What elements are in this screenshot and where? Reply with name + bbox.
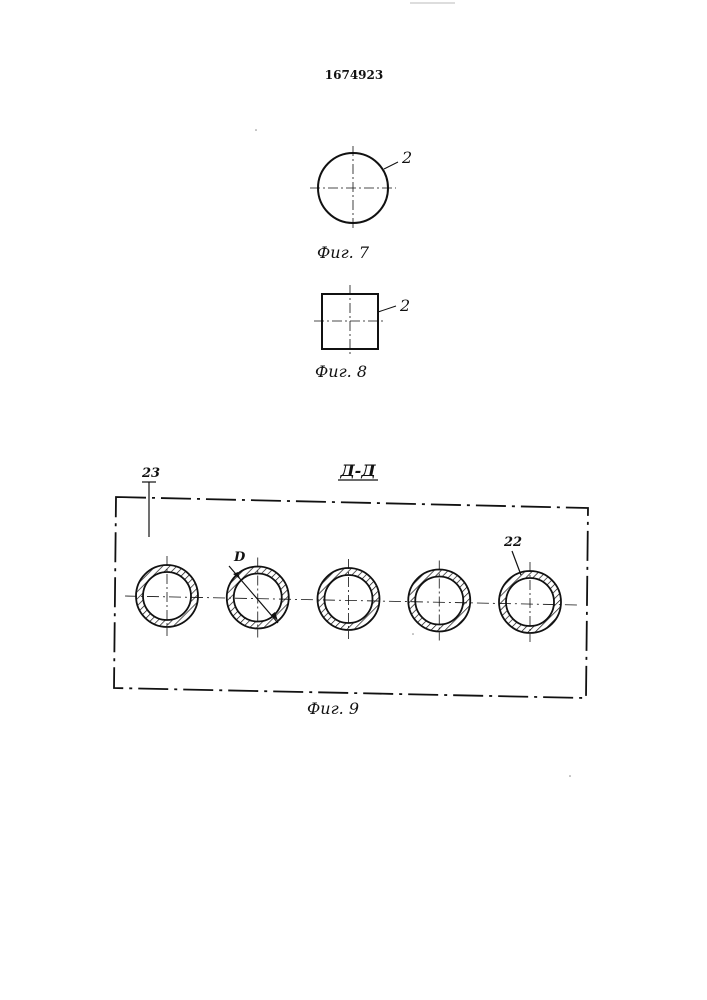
patent-number: 1674923: [325, 68, 383, 82]
fig7-circle-view: 2 Фиг. 7: [310, 146, 412, 262]
scan-speck: [255, 129, 257, 131]
scan-speck: [412, 633, 414, 635]
fig7-caption: Фиг. 7: [317, 243, 370, 262]
fig9-tube-leader: [512, 551, 521, 575]
fig8-square-view: 2 Фиг. 8: [314, 285, 410, 381]
tube-section: [227, 558, 289, 638]
fig7-leader-line: [384, 162, 398, 169]
fig7-callout: 2: [401, 148, 412, 167]
tube-section: [318, 559, 380, 639]
fig9-dimension-label: D: [233, 550, 246, 565]
fig9-plate-callout: 23: [141, 466, 160, 481]
fig9-section-view: Д-Д 23 D 22 Фиг. 9: [114, 461, 588, 718]
fig9-caption: Фиг. 9: [307, 699, 359, 718]
tube-section: [408, 561, 470, 641]
fig8-callout: 2: [399, 296, 410, 315]
fig9-tube-callout: 22: [503, 535, 522, 550]
fig9-section-label: Д-Д: [339, 461, 376, 480]
tube-section: [136, 556, 198, 636]
fig8-caption: Фиг. 8: [315, 362, 367, 381]
tube-section: [499, 562, 561, 642]
fig9-tubes: [136, 556, 561, 642]
scan-speck: [569, 775, 571, 777]
fig8-leader-line: [378, 306, 396, 312]
